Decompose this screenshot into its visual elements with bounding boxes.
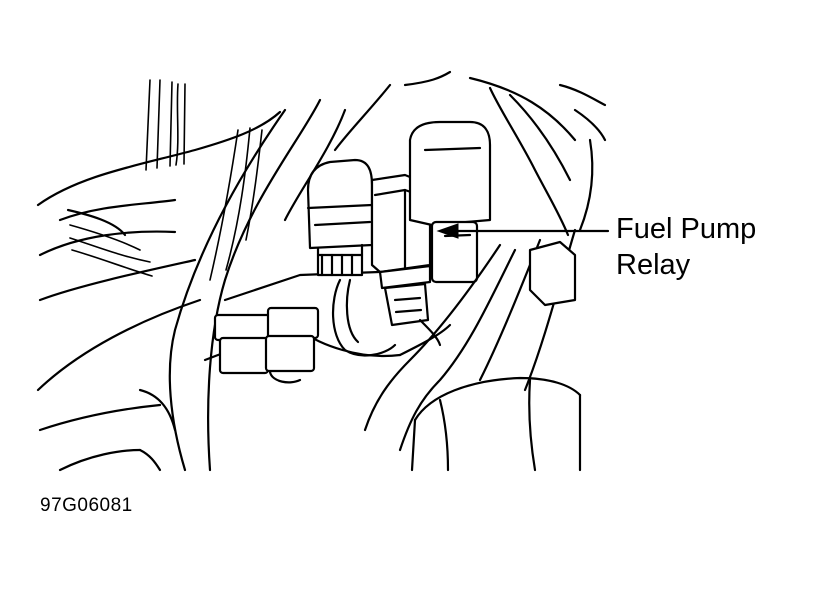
figure-id: 97G06081 — [40, 495, 133, 516]
bottom-right-housing — [410, 376, 582, 472]
large-hose — [36, 110, 282, 392]
callout-label-line1: Fuel Pump — [616, 213, 757, 245]
upper-left-connector — [306, 158, 374, 277]
wiring-harness-strands — [145, 79, 186, 171]
right-rear-connector — [408, 120, 492, 284]
lower-panel — [38, 388, 177, 472]
left-connectors — [213, 306, 320, 384]
callout-label-line2: Relay — [616, 249, 691, 281]
callout-leader-arrow — [436, 223, 610, 239]
right-hoses — [363, 76, 607, 452]
